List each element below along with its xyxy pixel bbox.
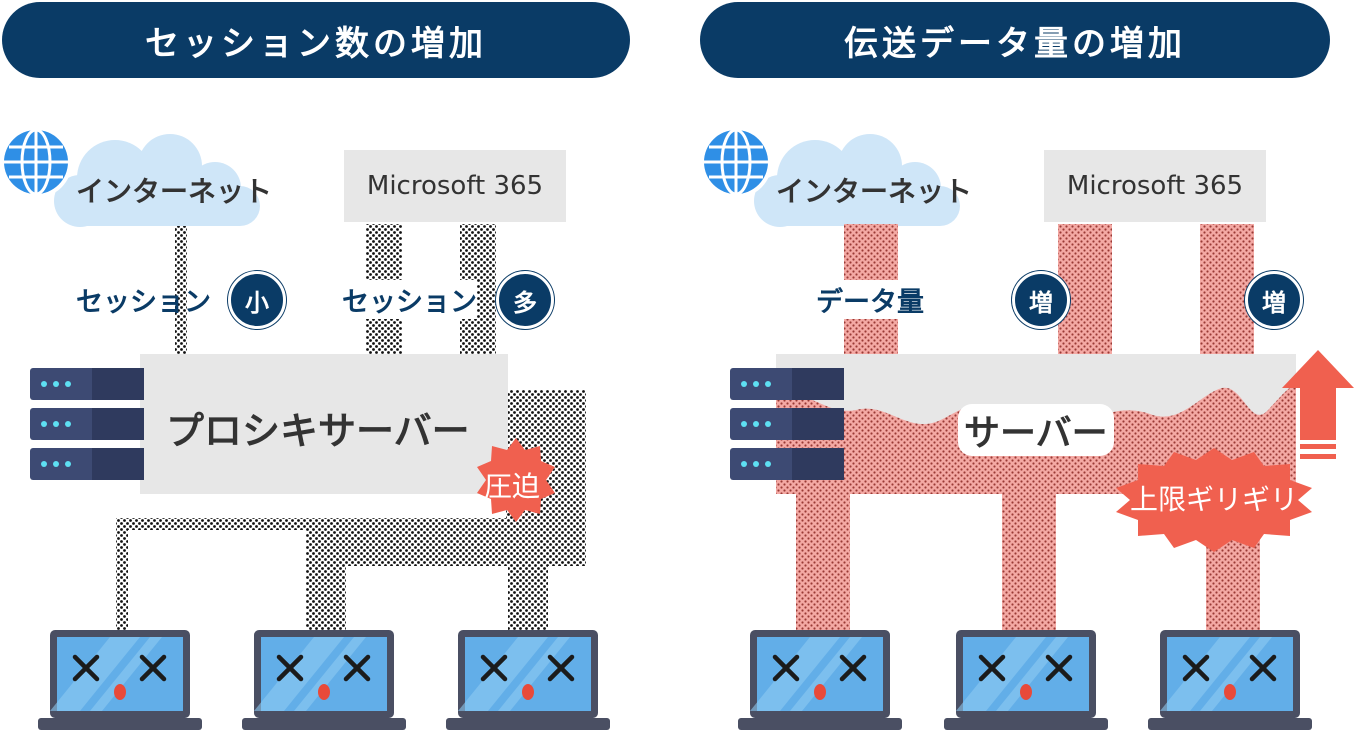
- left-laptop-1: [38, 630, 202, 730]
- internet-label: インターネット: [76, 175, 273, 208]
- pressure-burst: [477, 438, 555, 522]
- limit-label: 上限ギリギリ: [1130, 483, 1299, 516]
- ms365-box: Microsoft 365: [344, 150, 566, 222]
- session-badge-many: 多: [496, 271, 554, 329]
- left-panel-title: セッション数の増加: [2, 2, 630, 78]
- right-laptop-1: [738, 630, 902, 730]
- globe-icon: [0, 124, 74, 200]
- pressure-label: 圧迫: [484, 470, 541, 503]
- internet-label-right: インターネット: [776, 175, 973, 208]
- globe-icon-right: [698, 124, 774, 200]
- right-laptop-2: [944, 630, 1108, 730]
- proxy-box: [140, 354, 508, 494]
- increase-badge-1: 増: [1012, 271, 1070, 329]
- proxy-server-label: プロシキサーバー: [166, 409, 470, 453]
- right-laptop-3: [1148, 630, 1312, 730]
- right-server-icon: [730, 368, 844, 480]
- up-arrow-icon: [1282, 350, 1354, 459]
- session-label-many: セッション: [342, 280, 477, 319]
- increase-badge-2: 増: [1245, 271, 1303, 329]
- ms365-box-right: Microsoft 365: [1044, 150, 1266, 222]
- limit-burst: [1116, 448, 1312, 552]
- server-label: サーバー: [958, 404, 1114, 456]
- left-laptop-3: [446, 630, 610, 730]
- left-laptop-2: [242, 630, 406, 730]
- data-volume-label: データ量: [812, 280, 928, 319]
- left-server-icon: [30, 368, 144, 480]
- session-badge-small: 小: [228, 271, 286, 329]
- ms365-label-right: Microsoft 365: [1066, 171, 1244, 201]
- right-panel-title: 伝送データ量の増加: [700, 2, 1330, 78]
- ms365-label: Microsoft 365: [366, 171, 544, 201]
- session-label-small: セッション: [76, 287, 211, 318]
